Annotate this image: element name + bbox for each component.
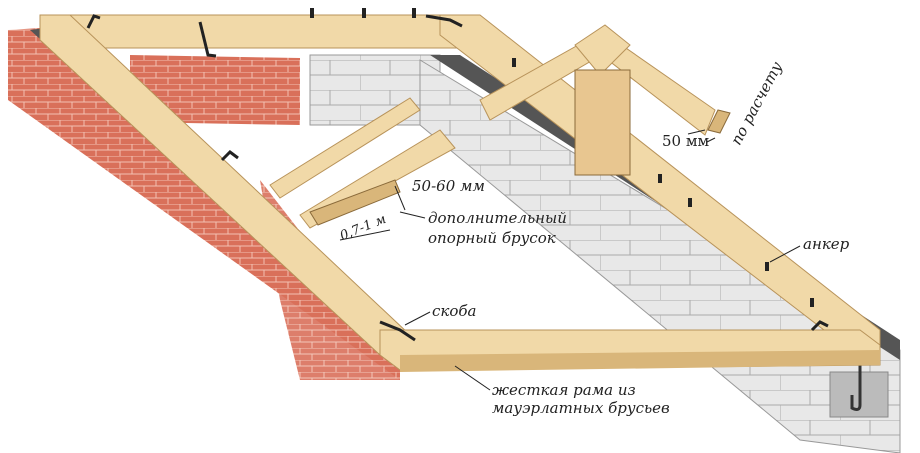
- anchor-rod: [850, 345, 862, 411]
- brackets: [86, 14, 829, 342]
- label-frame-1: жесткая рама из: [492, 381, 636, 399]
- truss-post: [574, 69, 631, 176]
- label-bracket: скоба: [432, 302, 477, 320]
- label-support-bar-1: дополнительный: [428, 209, 567, 227]
- rafter-board-1: [269, 97, 421, 199]
- label-gap: 50-60 мм: [412, 177, 485, 195]
- beam-front-face: [400, 350, 880, 372]
- label-support-bar-2: опорный брусок: [428, 229, 556, 247]
- leader-lines: [339, 129, 801, 391]
- label-frame-2: мауэрлатных брусьев: [492, 399, 670, 417]
- label-anchor: анкер: [803, 235, 850, 253]
- back-brick-wall: [130, 55, 300, 125]
- label-thickness: 50 мм: [662, 132, 710, 150]
- support-bar: [309, 179, 401, 226]
- truss-gusset: [574, 24, 631, 76]
- beam-back: [39, 14, 481, 49]
- rafter-section: [707, 109, 731, 134]
- anchor-bolts: [310, 8, 814, 307]
